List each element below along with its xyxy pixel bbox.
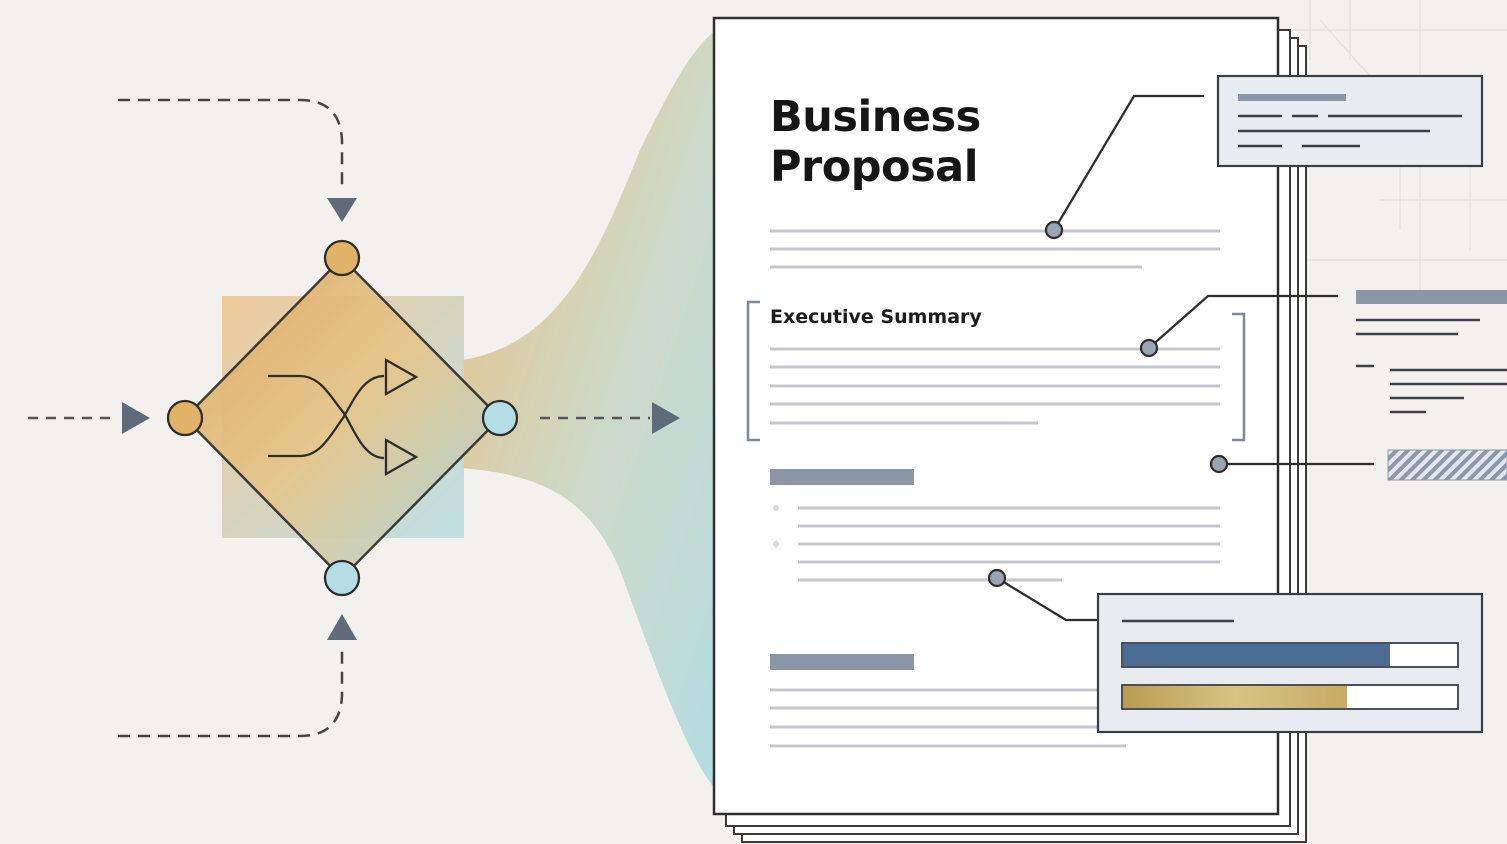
section-heading-placeholder (770, 469, 914, 485)
router-port-right (481, 399, 519, 437)
expansion-funnel (462, 30, 716, 790)
bullet-list (773, 505, 1220, 582)
secondary-progress-fill (1123, 686, 1347, 708)
document-title-line-1: Business (770, 92, 981, 142)
section-heading-placeholder-2 (770, 654, 914, 670)
primary-progress-fill (1123, 644, 1390, 666)
router-port-left (166, 399, 204, 437)
callout-anchor-dots (987, 220, 1229, 588)
document-title: Business Proposal (770, 92, 981, 192)
metadata-callout-card (1216, 74, 1484, 168)
closing-text-lines (770, 688, 1126, 748)
callout-connectors (996, 94, 1374, 622)
incoming-flow-bottom (118, 614, 357, 738)
summary-text-lines (770, 347, 1220, 425)
incoming-flow-top (118, 98, 357, 222)
progress-callout-panel (1096, 592, 1484, 734)
router-port-bottom (323, 559, 361, 597)
incoming-flow-left (28, 402, 150, 434)
outgoing-flow-right (540, 402, 680, 434)
document-title-line-2: Proposal (770, 142, 978, 192)
hatched-status-bar (1387, 449, 1507, 481)
split-arrows-icon (268, 358, 419, 476)
router-port-top (323, 239, 361, 277)
section-bracket (746, 300, 1246, 442)
intro-text-lines (770, 229, 1220, 269)
executive-summary-heading: Executive Summary (770, 306, 982, 328)
side-summary-fragment (1356, 290, 1507, 414)
